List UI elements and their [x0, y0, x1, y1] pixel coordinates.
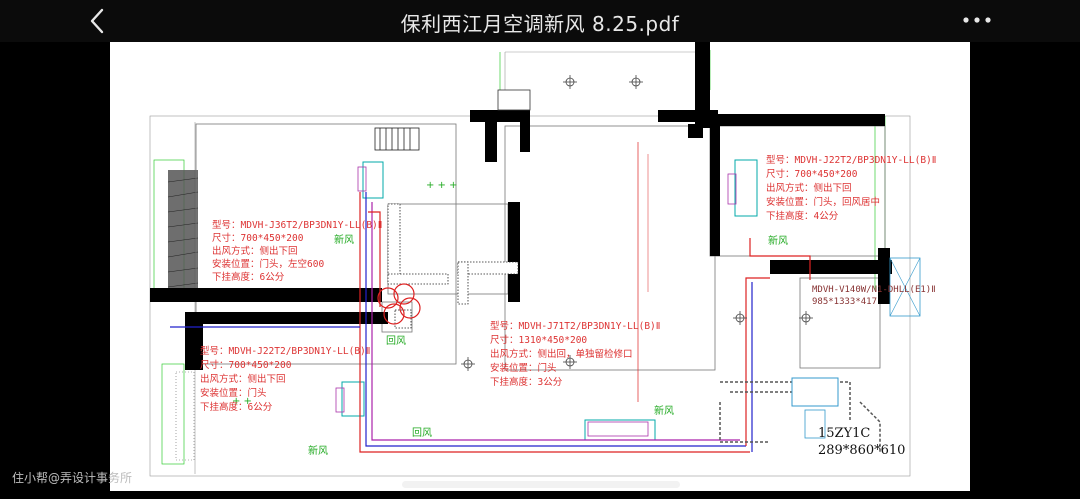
unit-4-outlet: 出风方式：侧出下回: [766, 182, 852, 194]
svg-text:+ + +: + + +: [426, 180, 458, 191]
unit-3-drop: 下挂高度：3公分: [490, 376, 563, 388]
unit-2-drop: 下挂高度：6公分: [200, 401, 273, 413]
more-horizontal-icon[interactable]: [960, 12, 994, 28]
unit-4-drop: 下挂高度：4公分: [766, 210, 839, 222]
chevron-left-icon[interactable]: [84, 6, 110, 36]
fresh-unit-model: 15ZY1C: [818, 426, 870, 441]
unit-1-install: 安装位置：门头，左空600: [212, 258, 324, 270]
unit-3-outlet: 出风方式：侧出回，单独留检修口: [490, 348, 633, 360]
pdf-page[interactable]: + + + + + 型号：MDVH-J36T2/BP3DN1Y-LL(B)Ⅱ 尺…: [110, 42, 970, 491]
fresh-air-label-2: 新风: [768, 234, 788, 247]
return-air-label-1: 回风: [386, 335, 406, 347]
unit-2-size: 尺寸：700*450*200: [200, 359, 292, 371]
fresh-air-label-3: 新风: [654, 404, 674, 417]
unit-3-install: 安装位置：门头: [490, 362, 557, 374]
unit-1-outlet: 出风方式：侧出下回: [212, 245, 298, 257]
unit-4-size: 尺寸：700*450*200: [766, 168, 858, 180]
unit-3-model: 型号：MDVH-J71T2/BP3DN1Y-LL(B)Ⅱ: [490, 321, 660, 332]
home-indicator[interactable]: [402, 481, 680, 488]
unit-3-size: 尺寸：1310*450*200: [490, 334, 587, 346]
outdoor-size: 985*1333*417: [812, 297, 877, 307]
unit-1-drop: 下挂高度：6公分: [212, 271, 285, 283]
unit-4-install: 安装位置：门头，回风居中: [766, 196, 880, 208]
svg-text:+ +: + +: [232, 396, 252, 407]
unit-2-model: 型号：MDVH-J22T2/BP3DN1Y-LL(B)Ⅱ: [200, 346, 370, 357]
unit-1-model: 型号：MDVH-J36T2/BP3DN1Y-LL(B)Ⅱ: [212, 220, 382, 231]
document-title: 保利西江月空调新风 8.25.pdf: [400, 12, 680, 36]
fresh-unit-size: 289*860*610: [818, 443, 905, 458]
top-bar: 保利西江月空调新风 8.25.pdf: [0, 0, 1080, 42]
unit-2-outlet: 出风方式：侧出下回: [200, 373, 286, 385]
unit-4-model: 型号：MDVH-J22T2/BP3DN1Y-LL(B)Ⅱ: [766, 155, 936, 166]
outdoor-model: MDVH-V140W/N1-DHLL(E1)Ⅱ: [812, 285, 936, 295]
cad-floor-plan: + + + + + 型号：MDVH-J36T2/BP3DN1Y-LL(B)Ⅱ 尺…: [149, 42, 936, 477]
fresh-air-label-1: 新风: [334, 233, 354, 246]
return-air-label-2: 回风: [412, 427, 432, 439]
fresh-air-label-4: 新风: [308, 444, 328, 457]
unit-1-size: 尺寸：700*450*200: [212, 232, 304, 244]
watermark: 住小帮@弄设计事务所: [12, 471, 133, 485]
unit-2-install: 安装位置：门头: [200, 387, 267, 399]
